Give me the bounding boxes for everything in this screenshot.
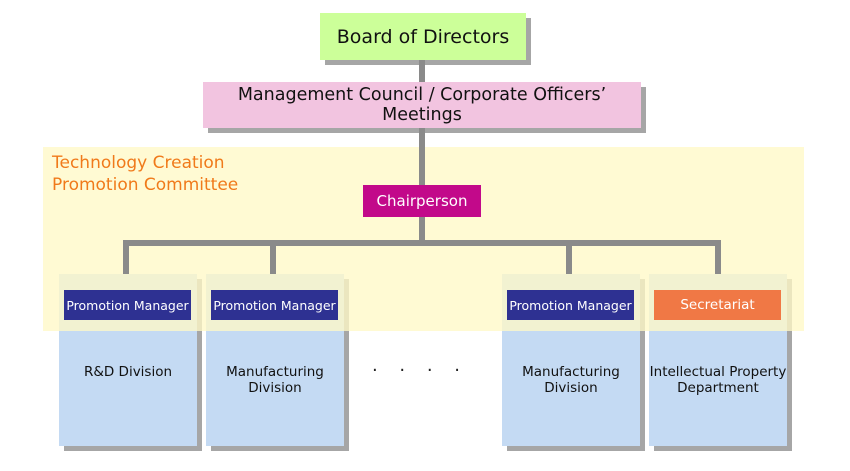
- chairperson-label: Chairperson: [376, 192, 468, 210]
- division-label-line1: Intellectual Property: [649, 364, 787, 380]
- promotion-manager-box-2: Promotion Manager: [211, 290, 338, 320]
- division-label-line2: Division: [248, 380, 302, 396]
- drop-line-4: [715, 240, 721, 274]
- secretariat-label: Secretariat: [680, 297, 755, 313]
- promotion-manager-label: Promotion Manager: [509, 297, 632, 313]
- division-label-intellectual-property: Intellectual Property Department: [649, 364, 787, 396]
- secretariat-box: Secretariat: [654, 290, 781, 320]
- promotion-manager-box-1: Promotion Manager: [64, 290, 191, 320]
- management-council-label: Management Council / Corporate Officers’…: [237, 85, 607, 125]
- committee-title-line2: Promotion Committee: [52, 175, 239, 195]
- division-label-line2: Division: [544, 380, 598, 396]
- ellipsis-dots: · · · ·: [371, 359, 469, 381]
- division-label-rd: R&D Division: [59, 364, 197, 380]
- division-label-line2: Department: [677, 380, 759, 396]
- drop-line-1: [123, 240, 129, 274]
- connector-board-council: [419, 60, 425, 82]
- division-label-manufacturing-1: Manufacturing Division: [206, 364, 344, 396]
- division-label-line1: R&D Division: [83, 364, 173, 380]
- division-label-line1: Manufacturing: [522, 364, 620, 380]
- board-of-directors-box: Board of Directors: [320, 13, 526, 60]
- drop-line-3: [566, 240, 572, 274]
- connector-chair-bus: [419, 217, 425, 243]
- board-of-directors-label: Board of Directors: [336, 25, 510, 48]
- division-label-line1: Manufacturing: [226, 364, 324, 380]
- chairperson-box: Chairperson: [363, 185, 481, 217]
- division-label-manufacturing-2: Manufacturing Division: [502, 364, 640, 396]
- promotion-manager-label: Promotion Manager: [213, 297, 336, 313]
- management-council-box: Management Council / Corporate Officers’…: [203, 82, 641, 128]
- committee-title: Technology Creation Promotion Committee: [52, 152, 312, 196]
- promotion-manager-box-3: Promotion Manager: [507, 290, 634, 320]
- horizontal-bus: [123, 240, 721, 246]
- connector-council-chair: [419, 128, 425, 185]
- promotion-manager-label: Promotion Manager: [66, 297, 189, 313]
- drop-line-2: [270, 240, 276, 274]
- committee-title-line1: Technology Creation: [52, 153, 225, 173]
